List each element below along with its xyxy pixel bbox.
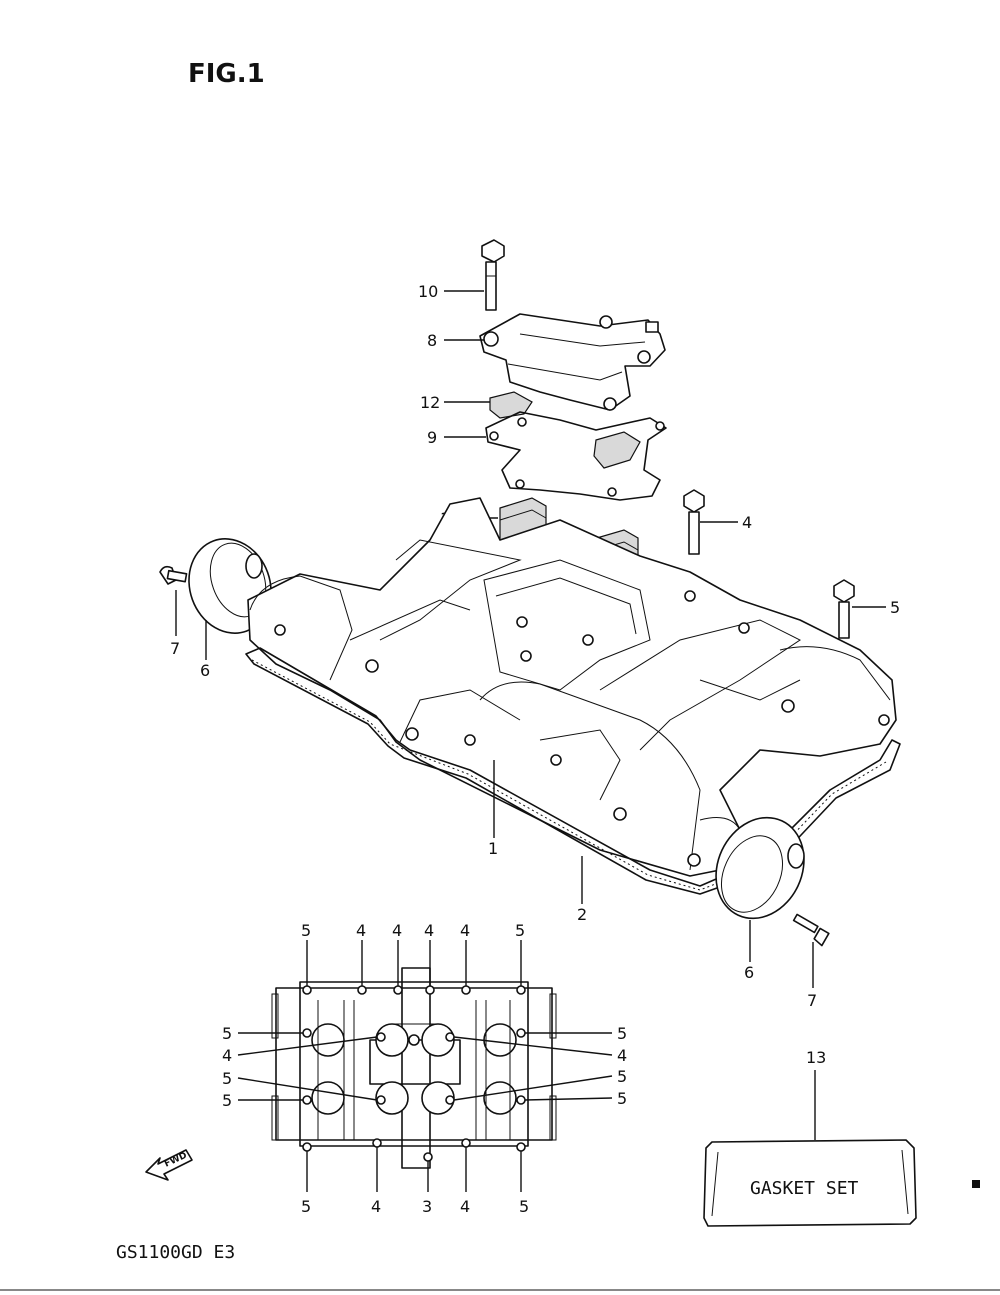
map-label-bottom-3: 3 <box>422 1197 432 1216</box>
model-code: GS1100GD E3 <box>116 1242 235 1263</box>
callout-13: 13 <box>806 1048 826 1067</box>
callout-8: 8 <box>427 331 437 350</box>
map-label-top-4: 4 <box>424 921 434 940</box>
map-label-right-1: 5 <box>617 1024 627 1043</box>
gasket-set-label: GASKET SET <box>750 1178 859 1199</box>
gasket-2 <box>245 647 901 895</box>
cap-6-right <box>715 816 805 920</box>
figure-title: FIG.1 <box>188 59 265 89</box>
map-label-left-1: 5 <box>222 1024 232 1043</box>
gasket-set-13: GASKET SET <box>703 1139 917 1227</box>
map-label-right-3: 5 <box>617 1067 627 1086</box>
map-label-top-1: 5 <box>301 921 311 940</box>
callout-7-left: 7 <box>170 639 180 658</box>
map-label-top-3: 4 <box>392 921 402 940</box>
head-cover-1 <box>247 497 897 877</box>
map-label-left-2: 4 <box>222 1046 232 1065</box>
bolt-map-right-labels: 5 4 5 5 <box>453 1024 627 1108</box>
screw-7-right <box>792 913 830 947</box>
bolt-10 <box>481 239 505 311</box>
bolt-5-right <box>833 579 855 639</box>
callout-12: 12 <box>420 393 440 412</box>
map-label-top-2: 4 <box>356 921 366 940</box>
callout-7-right: 7 <box>807 991 817 1010</box>
map-label-bottom-2: 4 <box>371 1197 381 1216</box>
map-label-bottom-1: 5 <box>301 1197 311 1216</box>
bolt-map-top-labels: 5 4 4 4 4 5 <box>301 921 525 986</box>
callout-9: 9 <box>427 428 437 447</box>
map-label-right-2: 4 <box>617 1046 627 1065</box>
callout-2: 2 <box>577 905 587 924</box>
callout-6-right: 6 <box>744 963 754 982</box>
callout-5-right: 5 <box>890 598 900 617</box>
map-label-top-6: 5 <box>515 921 525 940</box>
callout-1: 1 <box>488 839 498 858</box>
map-label-left-4: 5 <box>222 1091 232 1110</box>
callout-4-upper: 4 <box>742 513 752 532</box>
fwd-arrow-icon: FWD <box>145 1149 193 1181</box>
bolt-pattern-map <box>271 967 557 1169</box>
callout-6-left: 6 <box>200 661 210 680</box>
bolt-map-bottom-labels: 5 4 3 4 5 <box>301 1147 529 1216</box>
bolt-map-left-labels: 5 4 5 5 <box>222 1024 378 1110</box>
map-label-top-5: 4 <box>460 921 470 940</box>
screw-7-left <box>159 565 188 585</box>
map-label-bottom-5: 5 <box>519 1197 529 1216</box>
map-label-right-4: 5 <box>617 1089 627 1108</box>
map-label-left-3: 5 <box>222 1069 232 1088</box>
map-label-bottom-4: 4 <box>460 1197 470 1216</box>
edge-mark <box>972 1180 980 1188</box>
gasket-9 <box>485 411 667 501</box>
bolt-4-upper <box>683 489 705 555</box>
breather-cover-8 <box>479 313 666 411</box>
callout-10: 10 <box>418 282 438 301</box>
